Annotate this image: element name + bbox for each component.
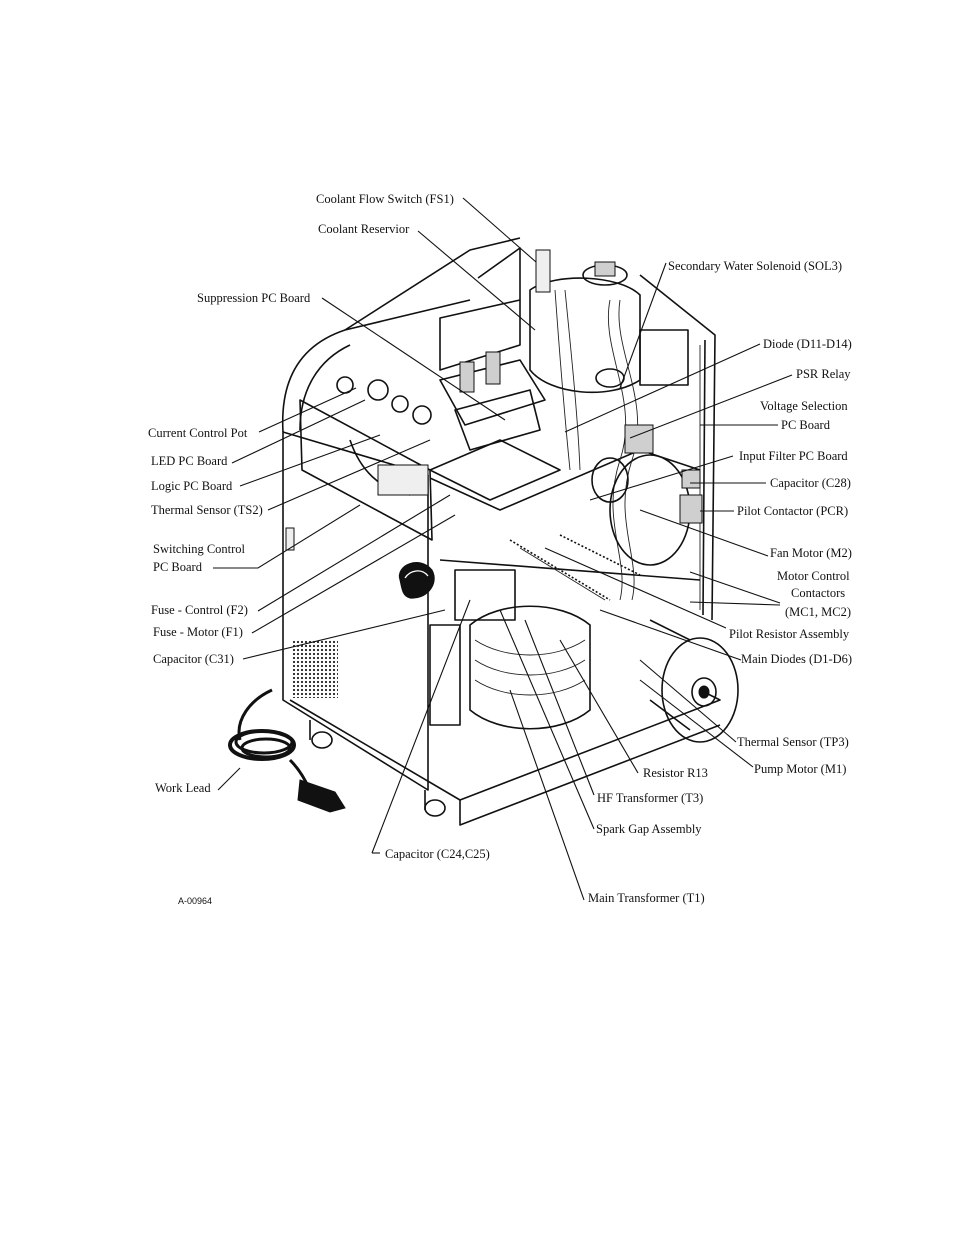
label-led-pc-board: LED PC Board [151,454,228,468]
label-pilot-resistor-assembly: Pilot Resistor Assembly [729,627,850,641]
label-fan-motor: Fan Motor (M2) [770,546,852,560]
label-current-control-pot: Current Control Pot [148,426,248,440]
label-fuse-motor: Fuse - Motor (F1) [153,625,243,639]
label-voltage-selection: Voltage Selection [760,399,848,413]
label-suppression-pc-board: Suppression PC Board [197,291,311,305]
label-capacitor-c31: Capacitor (C31) [153,652,234,666]
label-logic-pc-board: Logic PC Board [151,479,233,493]
label-coolant-reservior: Coolant Reservior [318,222,410,236]
label-motor-control-contactors: Contactors [791,586,845,600]
label-hf-transformer: HF Transformer (T3) [597,791,703,805]
label-main-diodes: Main Diodes (D1-D6) [741,652,852,666]
label-motor-control-ids: (MC1, MC2) [785,605,851,619]
label-psr-relay: PSR Relay [796,367,851,381]
label-motor-control: Motor Control [777,569,850,583]
label-switching-control-pc-board: PC Board [153,560,203,574]
label-secondary-water-solenoid: Secondary Water Solenoid (SOL3) [668,259,842,273]
main-transformer-drawing [429,569,591,730]
label-capacitor-c24-c25: Capacitor (C24,C25) [385,847,490,861]
pc-board-stack-drawing [349,351,561,501]
side-vent-grille [292,640,338,698]
label-switching-control: Switching Control [153,542,246,556]
inlet-bellows [398,562,435,599]
fan-motor-drawing [591,424,703,566]
machine-illustration [228,237,739,826]
callout-labels: Coolant Flow Switch (FS1) Coolant Reserv… [148,192,852,906]
label-coolant-flow-switch: Coolant Flow Switch (FS1) [316,192,454,206]
label-capacitor-c28: Capacitor (C28) [770,476,851,490]
label-main-transformer: Main Transformer (T1) [588,891,705,905]
label-resistor-r13: Resistor R13 [643,766,708,780]
label-pilot-contactor: Pilot Contactor (PCR) [737,504,848,518]
figure-id: A-00964 [178,896,212,906]
label-work-lead: Work Lead [155,781,211,795]
label-thermal-sensor-tp3: Thermal Sensor (TP3) [737,735,849,749]
pilot-resistor-coils [509,534,641,601]
label-pump-motor: Pump Motor (M1) [754,762,846,776]
label-thermal-sensor-ts2: Thermal Sensor (TS2) [151,503,263,517]
label-fuse-control: Fuse - Control (F2) [151,603,248,617]
label-diode: Diode (D11-D14) [763,337,852,351]
pump-motor-drawing [649,619,739,743]
label-voltage-selection-pc-board: PC Board [781,418,831,432]
coolant-reservoir-drawing [529,249,689,394]
label-spark-gap-assembly: Spark Gap Assembly [596,822,702,836]
label-input-filter-pc-board: Input Filter PC Board [739,449,848,463]
work-lead-cable [228,688,346,813]
leader-lines [213,197,793,901]
